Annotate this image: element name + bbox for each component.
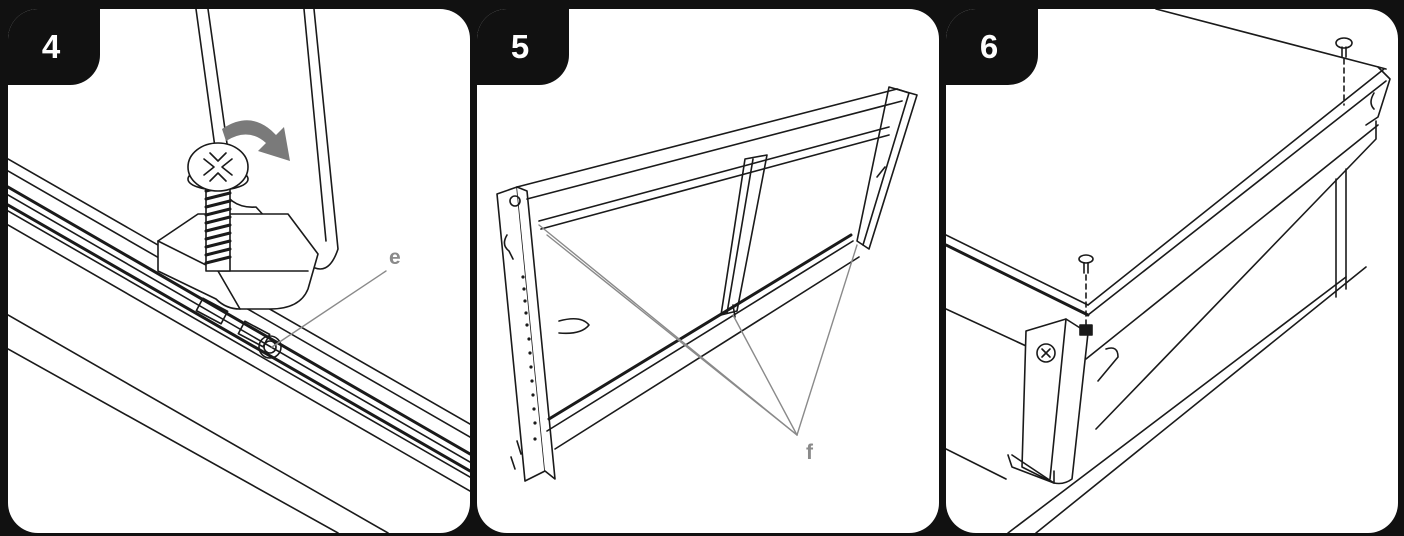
top-rail <box>946 234 1089 306</box>
hole-column <box>521 275 537 441</box>
front-end-panel <box>516 186 556 480</box>
callout-leader <box>271 270 387 348</box>
panel-tab <box>558 317 590 335</box>
rail-edge <box>8 224 470 492</box>
step-number-badge: 6 <box>946 9 1038 85</box>
rear-end-panel <box>862 88 910 246</box>
end-bracket <box>1049 318 1067 480</box>
bottom-rail <box>1035 266 1367 533</box>
step-6-panel: 6 <box>946 9 1398 533</box>
bottom-rail <box>1007 276 1347 533</box>
step-4-illustration <box>8 9 470 533</box>
top-rail <box>538 126 890 222</box>
drop-in-screw <box>1335 37 1353 49</box>
rail-edge <box>8 314 389 533</box>
panel-keyhole <box>503 234 514 260</box>
panel-slot <box>516 440 522 455</box>
divider-screw <box>732 304 736 318</box>
rail-edge <box>8 210 470 478</box>
end-bracket <box>1007 454 1055 484</box>
rail-edge <box>8 203 470 473</box>
panel-slot <box>510 456 516 470</box>
bracket-keyhole <box>1097 347 1119 382</box>
step-5-panel: 5 f <box>477 9 939 533</box>
rail-nut <box>258 335 282 359</box>
center-divider <box>720 154 768 316</box>
panel-keyhole <box>1370 92 1375 110</box>
rail-slot <box>237 320 271 348</box>
bracket-screw <box>1041 348 1051 358</box>
top-rail <box>1155 9 1387 70</box>
rail-edge <box>8 194 470 463</box>
top-rail <box>1087 68 1385 306</box>
rail-edge <box>8 185 470 456</box>
bottom-rail <box>946 448 1007 480</box>
top-rail <box>526 100 903 200</box>
bottom-rail <box>547 233 853 421</box>
nut-insert <box>1079 324 1093 336</box>
rail-nut <box>263 340 277 354</box>
panel-screw-hole <box>509 195 521 207</box>
top-rail <box>540 134 890 230</box>
top-rail <box>1087 80 1387 316</box>
screw-shank <box>1083 262 1089 274</box>
bottom-rail <box>554 256 860 450</box>
screw-shank <box>1341 46 1347 58</box>
callout-label-f: f <box>806 441 813 464</box>
step-4-panel: 4 e <box>8 9 470 533</box>
screw-head <box>187 142 249 192</box>
callout-label-e: e <box>389 246 401 269</box>
rail-edge <box>8 348 339 533</box>
rotate-arrow-icon <box>222 120 290 161</box>
step-number-badge: 4 <box>8 9 100 85</box>
end-bracket <box>1021 318 1089 485</box>
bottom-rail <box>546 240 854 432</box>
center-divider <box>726 158 754 314</box>
bracket-screw <box>1036 343 1056 363</box>
right-end-panel <box>1365 66 1391 126</box>
clamp-block <box>157 213 319 310</box>
step-6-illustration <box>946 9 1391 533</box>
rear-end-panel <box>876 166 886 178</box>
top-rail <box>946 243 1090 317</box>
leg-outline <box>303 9 327 242</box>
callout-leaders <box>538 224 858 436</box>
drop-in-screw <box>1078 254 1094 264</box>
phillips-slot <box>203 152 233 182</box>
rail-slot <box>195 297 229 325</box>
bottom-rail <box>1085 124 1379 360</box>
top-rail <box>516 88 898 188</box>
clamp-block <box>217 270 241 310</box>
step-number-badge: 5 <box>477 9 569 85</box>
step-5-illustration <box>496 86 918 482</box>
